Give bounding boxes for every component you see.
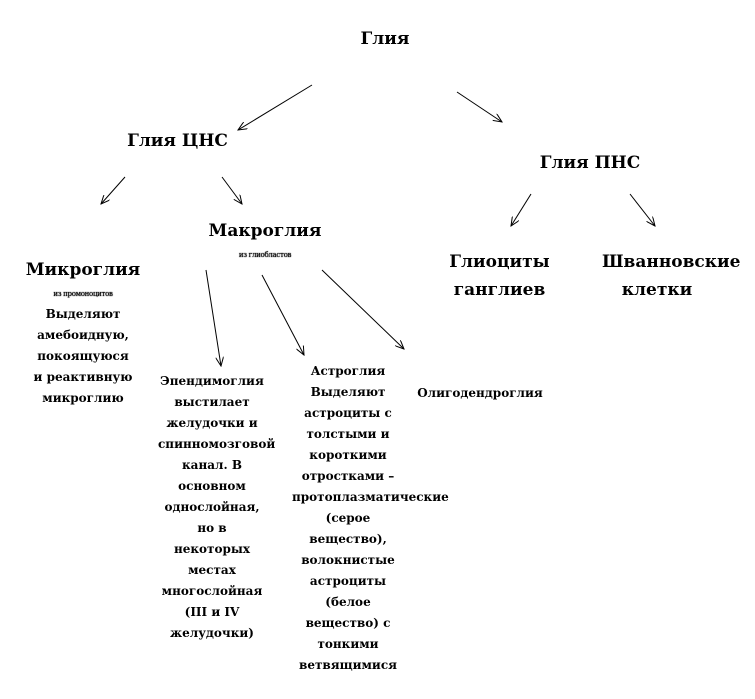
cns-glia-node: Глия ЦНС bbox=[127, 131, 228, 151]
arrow-root-to-cns bbox=[238, 84, 313, 130]
macroglia-title: Макроглия bbox=[208, 221, 322, 241]
arrow-cns-to-microglia bbox=[101, 176, 126, 204]
arrow-cns-to-macroglia bbox=[221, 176, 242, 204]
pns-glia-node: Глия ПНС bbox=[539, 153, 641, 173]
ependymoglia-description: Эпендимоглия выстилает желудочки и спинн… bbox=[158, 374, 276, 640]
arrow-macroglia-to-oligodendroglia bbox=[321, 269, 404, 349]
arrow-pns-to-schwann bbox=[629, 193, 655, 226]
schwann-cells-node: Шванновские клетки bbox=[602, 252, 741, 300]
arrow-macroglia-to-ependymoglia bbox=[205, 269, 221, 366]
astroglia-description: Астроглия Выделяют астроциты с толстыми … bbox=[292, 364, 449, 672]
microglia-description: Выделяют амебоидную, покоящуюся и реакти… bbox=[33, 307, 133, 405]
root-node-glia: Глия bbox=[360, 29, 410, 49]
arrow-macroglia-to-astroglia bbox=[261, 274, 304, 355]
ganglion-gliocytes-node: Глиоциты ганглиев bbox=[449, 252, 550, 300]
oligodendroglia-label: Олигодендроглия bbox=[417, 386, 543, 400]
arrow-pns-to-gliocytes bbox=[511, 193, 532, 226]
microglia-origin: из промоноцитов bbox=[53, 290, 113, 298]
arrow-root-to-pns bbox=[456, 91, 502, 122]
macroglia-origin: из глиобластов bbox=[238, 251, 292, 259]
microglia-title: Микроглия bbox=[25, 260, 141, 280]
